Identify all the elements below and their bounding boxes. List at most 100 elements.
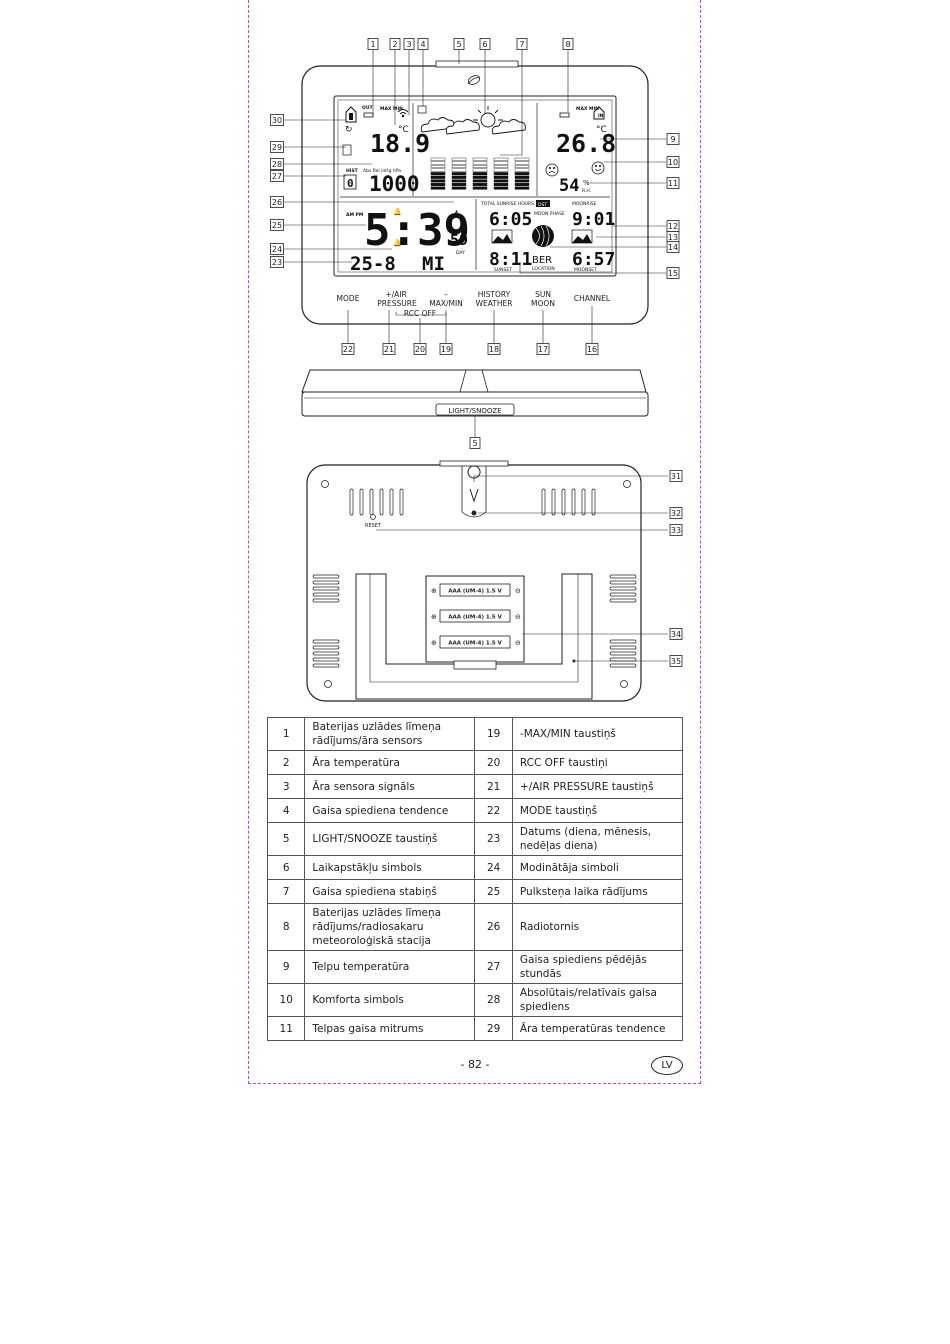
- legend-text-left: Telpas gaisa mitrums: [304, 1016, 476, 1041]
- legend-number-right: 24: [474, 855, 513, 880]
- vent-slot: [312, 592, 340, 597]
- vent-slot: [609, 645, 637, 650]
- pressure-bar-segment: [493, 157, 509, 161]
- max-min-button-label-2[interactable]: MAX/MIN: [429, 299, 463, 308]
- vent-slot: [399, 488, 404, 516]
- vent-slot: [312, 645, 340, 650]
- callout-label: 24: [270, 243, 284, 255]
- sunset-label: SUNSET: [494, 267, 512, 273]
- callout-number: 19: [441, 345, 451, 354]
- battery-minus-icon: ⊖: [515, 613, 521, 621]
- reset-label: RESET: [365, 523, 382, 529]
- channel-button-label[interactable]: CHANNEL: [574, 294, 611, 303]
- reset-button[interactable]: [370, 514, 376, 520]
- callout-label: 6: [479, 38, 491, 50]
- vent-slot: [369, 488, 374, 516]
- callout-number: 14: [668, 243, 678, 252]
- pressure-bar-graph: [430, 157, 530, 190]
- batteries: AAA (UM-4) 1.5 V⊕⊖AAA (UM-4) 1.5 V⊕⊖AAA …: [431, 583, 521, 649]
- pressure-bar-segment: [472, 175, 488, 179]
- brand-logo: [467, 75, 481, 85]
- callout-number: 18: [489, 345, 499, 354]
- callout-number: 11: [668, 179, 678, 188]
- moon-phase-icon: [532, 225, 554, 247]
- pressure-bar-segment: [430, 179, 446, 183]
- point-35: [572, 659, 576, 663]
- vent-slot: [349, 488, 354, 516]
- vent-slot: [312, 574, 340, 579]
- outdoor-signal-icon: [397, 109, 409, 118]
- callout-label: 4: [417, 38, 429, 50]
- pressure-bar-segment: [493, 168, 509, 172]
- battery-cell: [439, 583, 511, 597]
- hanging-recess: [461, 466, 487, 518]
- legend-number-left: 1: [266, 717, 306, 751]
- in-label: IN: [598, 113, 604, 119]
- callout-number: 16: [587, 345, 597, 354]
- legend-text-left: Baterijas uzlādes līmeņa rādījums/radios…: [304, 903, 476, 951]
- legend-text-left: Gaisa spiediena stabiņš: [304, 879, 476, 904]
- clock-seconds: 59: [450, 231, 468, 249]
- pressure-units-label: Abs Rel inHg hPa: [363, 168, 401, 174]
- air-pressure-button-label-2[interactable]: PRESSURE: [377, 299, 417, 308]
- callout-number: 29: [272, 143, 282, 152]
- pressure-bar-segment: [472, 157, 488, 161]
- battery-cell: [439, 609, 511, 623]
- callout-number: 12: [668, 222, 678, 231]
- dst-box: [536, 200, 550, 207]
- callout-label: 13: [666, 231, 680, 243]
- screw-icon: [623, 480, 631, 488]
- air-pressure-button-label-1[interactable]: +/AIR: [385, 290, 406, 299]
- screw-icon: [321, 480, 329, 488]
- callout-label: 8: [562, 38, 574, 50]
- light-callout: 5: [469, 437, 481, 449]
- callout-label: 34: [669, 628, 683, 640]
- legend-number-left: 9: [266, 950, 306, 984]
- callout-number: 10: [668, 158, 678, 167]
- hole-32: [471, 510, 477, 516]
- legend-number-right: 25: [474, 879, 513, 904]
- sun-moon-button-label-1[interactable]: SUN: [535, 290, 551, 299]
- mode-button-label[interactable]: MODE: [337, 294, 360, 303]
- pressure-bar-segment: [451, 186, 467, 190]
- legend-text-right: Absolūtais/relatīvais gaisa spiediens: [511, 983, 684, 1017]
- radio-tower-icon: ⩚: [454, 208, 459, 218]
- total-sunrise-hours-label: TOTAL SUNRISE HOURS: [480, 201, 534, 207]
- front-view: OUT MAX MIN ↻ 18.9 °C Abs Rel inHg hPa H…: [270, 38, 680, 355]
- history-button-label-1[interactable]: HISTORY: [478, 290, 511, 299]
- screws: [321, 480, 631, 688]
- callout-label: 30: [270, 114, 284, 126]
- callout-label: 21: [382, 343, 396, 355]
- pressure-bar-segment: [493, 172, 509, 176]
- light-snooze-button[interactable]: [435, 403, 515, 416]
- outdoor-temp-unit: °C: [398, 125, 409, 135]
- hist-box: [343, 174, 357, 190]
- trend-arrow-icon: ↻: [345, 125, 353, 135]
- legend-number-right: 29: [474, 1016, 513, 1041]
- pressure-bar-segment: [451, 175, 467, 179]
- vent-slot: [591, 488, 596, 516]
- callout-number: 23: [272, 258, 282, 267]
- max-min-button-label-1[interactable]: –: [444, 290, 448, 299]
- callout-number: 13: [668, 233, 678, 242]
- outdoor-sensor-icon: [345, 106, 357, 123]
- legend-number-right: 28: [474, 983, 513, 1017]
- pressure-bar-segment: [514, 179, 530, 183]
- legend-number-left: 11: [266, 1016, 306, 1041]
- sunset-scene-icon: [491, 229, 513, 244]
- vent-slot: [312, 651, 340, 656]
- outdoor-temperature: 18.9: [370, 129, 430, 158]
- history-button-label-2[interactable]: WEATHER: [476, 299, 513, 308]
- sun-moon-button-label-2[interactable]: MOON: [531, 299, 555, 308]
- callout-number: 34: [671, 630, 681, 639]
- battery-label: AAA (UM-4) 1.5 V: [448, 641, 502, 647]
- legend-number-right: 22: [474, 798, 513, 823]
- am-pm-label: AM PM: [346, 212, 364, 218]
- vent-slot: [609, 592, 637, 597]
- legend-number-left: 5: [266, 822, 306, 856]
